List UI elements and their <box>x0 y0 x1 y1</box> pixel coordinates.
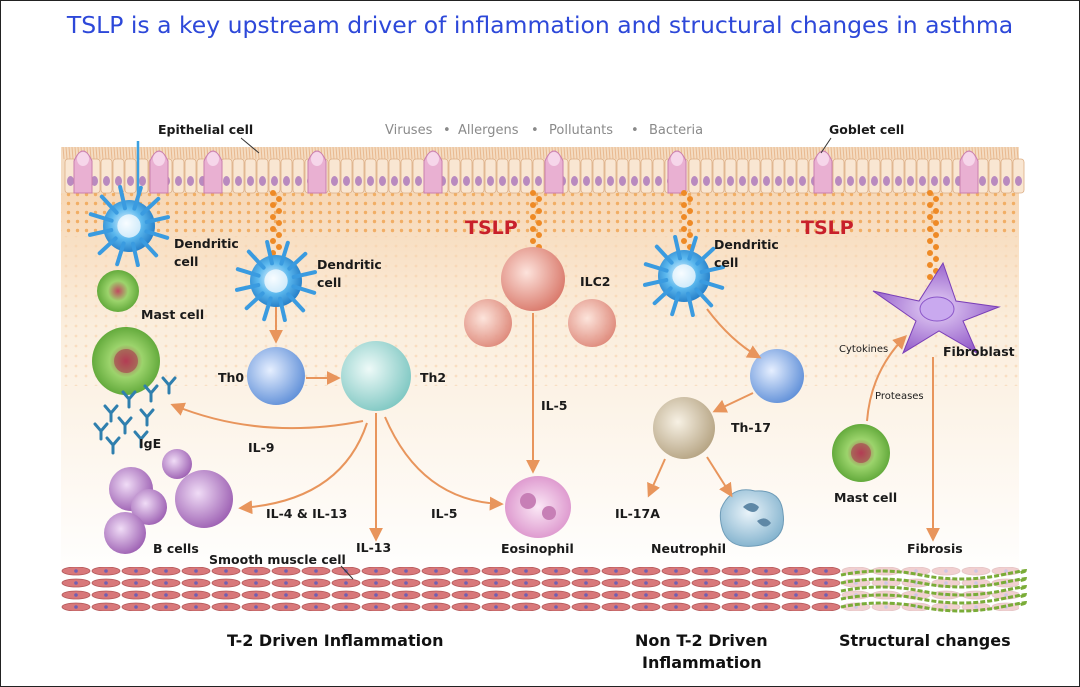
proteases-label: Proteases <box>875 391 924 402</box>
dendritic-cell-3 <box>642 234 726 318</box>
goblet-cell-pointer <box>820 137 832 154</box>
section-nont2-line1: Non T-2 Driven <box>635 631 768 650</box>
fibrosis-label: Fibrosis <box>907 541 963 556</box>
th-cell-nont2 <box>750 349 804 403</box>
mast-cell-label-left: Mast cell <box>141 307 204 322</box>
cytokines-label: Cytokines <box>839 344 888 355</box>
trigger-sep-2: • <box>531 123 539 138</box>
epithelial-cell-label: Epithelial cell <box>158 122 253 137</box>
section-nont2-line2: Inflammation <box>642 653 762 672</box>
airway-epithelium <box>61 146 1025 194</box>
mast-cell-label-right: Mast cell <box>834 490 897 505</box>
ilc2-cells <box>464 247 616 347</box>
arrow-il4-il13 <box>238 422 368 515</box>
il4-il13-label: IL-4 & IL-13 <box>266 506 347 521</box>
th0-label: Th0 <box>218 370 244 385</box>
il17a-label: IL-17A <box>615 506 660 521</box>
b-cells-label: B cells <box>153 541 199 556</box>
arrow-th2-to-eosinophil <box>384 416 504 511</box>
trigger-allergens: Allergens <box>458 123 519 138</box>
th17-label: Th-17 <box>731 420 771 435</box>
dendritic-label-3b: cell <box>714 255 738 270</box>
section-t2: T-2 Driven Inflammation <box>227 631 443 650</box>
dendritic-cell-2 <box>234 239 318 323</box>
tslp-label-right: TSLP <box>801 217 854 239</box>
smooth-muscle-pointer <box>340 565 354 580</box>
dendritic-label-1a: Dendritic <box>174 236 239 251</box>
th17-cell <box>653 397 715 459</box>
ige-antibodies <box>93 376 177 455</box>
ige-label: IgE <box>139 436 161 451</box>
b-cells <box>104 449 233 554</box>
arrow-th17-to-neutrophil <box>706 456 733 498</box>
arrow-il17a <box>647 458 666 498</box>
il13-label: IL-13 <box>356 540 391 555</box>
th0-cell <box>247 347 305 405</box>
dendritic-cell-epithelial <box>87 141 171 268</box>
neutrophil-label: Neutrophil <box>651 541 726 556</box>
eosinophil-label: Eosinophil <box>501 541 574 556</box>
dendritic-label-1b: cell <box>174 254 198 269</box>
neutrophil-cell <box>719 489 785 547</box>
dendritic-label-3a: Dendritic <box>714 237 779 252</box>
trigger-sep-1: • <box>443 123 451 138</box>
fibrosis-fibers <box>840 568 1029 613</box>
section-structural: Structural changes <box>839 631 1011 650</box>
dendritic-label-2a: Dendritic <box>317 257 382 272</box>
il9-label: IL-9 <box>248 440 275 455</box>
dendritic-label-2b: cell <box>317 275 341 290</box>
th2-label: Th2 <box>420 370 446 385</box>
smooth-muscle-layer <box>61 567 841 611</box>
il5-label-ilc2: IL-5 <box>541 398 568 413</box>
fibroblast-label: Fibroblast <box>943 344 1015 359</box>
th2-cell <box>341 341 411 411</box>
arrow-dc-to-th <box>706 308 762 359</box>
eosinophil-cell <box>505 476 571 538</box>
tslp-label-left: TSLP <box>465 217 518 239</box>
arrow-th-to-th17 <box>712 392 754 413</box>
smooth-muscle-label: Smooth muscle cell <box>209 552 346 567</box>
trigger-sep-3: • <box>631 123 639 138</box>
fibrosis-layer <box>841 567 1019 611</box>
mast-cell-small-left <box>97 270 139 312</box>
arrow-mast-to-fibroblast <box>866 335 907 422</box>
ilc2-label: ILC2 <box>580 274 611 289</box>
trigger-viruses: Viruses <box>385 123 433 138</box>
mast-cell-right <box>832 424 890 482</box>
goblet-cell-label: Goblet cell <box>829 122 904 137</box>
il5-label-th2: IL-5 <box>431 506 458 521</box>
figure-title: TSLP is a key upstream driver of inflamm… <box>66 11 1014 39</box>
trigger-pollutants: Pollutants <box>549 123 613 138</box>
epithelial-cell-pointer <box>240 137 260 154</box>
trigger-bacteria: Bacteria <box>649 123 703 138</box>
arrow-il9 <box>170 402 364 430</box>
fibroblast-cell <box>872 261 1001 355</box>
mast-cell-left <box>92 327 160 395</box>
